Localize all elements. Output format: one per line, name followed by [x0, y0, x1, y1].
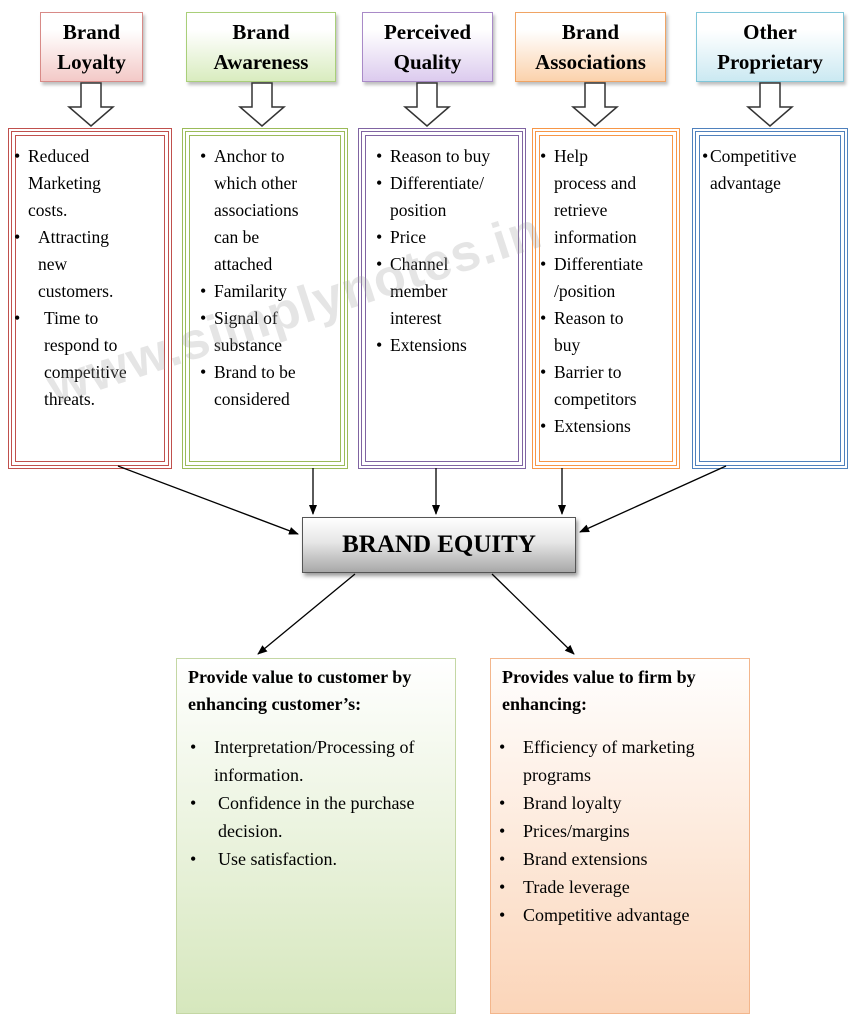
list-item: Signal of substance	[200, 305, 340, 359]
down-arrow-icon	[745, 82, 795, 127]
list-item: Reason to buy	[376, 143, 521, 170]
list-item: Anchor to which other associations can b…	[200, 143, 340, 278]
box-brand-awareness	[182, 128, 348, 469]
list-item: Reason to buy	[540, 305, 675, 359]
down-arrow-icon	[66, 82, 116, 127]
brand-associations-list: Help process and retrieve information Di…	[540, 143, 675, 440]
firm-value-title: Provides value to firm by enhancing:	[502, 667, 696, 714]
perceived-quality-list: Reason to buy Differentiate/ position Pr…	[376, 143, 521, 359]
list-item: Trade leverage	[497, 873, 747, 901]
brand-awareness-list: Anchor to which other associations can b…	[200, 143, 340, 413]
down-arrow-icon	[402, 82, 452, 127]
list-item: Extensions	[376, 332, 521, 359]
list-item: Price	[376, 224, 521, 251]
list-item: Help process and retrieve information	[540, 143, 675, 251]
box-other-proprietary	[692, 128, 848, 469]
header-other-proprietary: Other Proprietary	[696, 12, 844, 82]
firm-value-list: Efficiency of marketing programs Brand l…	[497, 733, 747, 929]
list-item: Reduced Marketing costs.	[14, 143, 164, 224]
customer-value-list: Interpretation/Processing of information…	[188, 733, 453, 873]
list-item: Efficiency of marketing programs	[497, 733, 747, 789]
list-item: Time to respond to competitive threats.	[14, 305, 164, 413]
brand-loyalty-list: Reduced Marketing costs. Attracting new …	[14, 143, 164, 413]
list-item: Brand extensions	[497, 845, 747, 873]
arrow-equity-to-customer	[257, 573, 356, 655]
arrow-loyalty-to-equity	[117, 465, 299, 535]
list-item: Competitive advantage	[702, 143, 842, 197]
list-item: Use satisfaction.	[188, 845, 453, 873]
list-item: Extensions	[540, 413, 675, 440]
list-item: Prices/margins	[497, 817, 747, 845]
list-item: Attracting new customers.	[14, 224, 164, 305]
list-item: Differentiate /position	[540, 251, 675, 305]
header-brand-loyalty: Brand Loyalty	[40, 12, 143, 82]
header-brand-associations: Brand Associations	[515, 12, 666, 82]
customer-value-title: Provide value to customer by enhancing c…	[188, 667, 412, 714]
list-item: Familarity	[200, 278, 340, 305]
header-perceived-quality: Perceived Quality	[362, 12, 493, 82]
list-item: Confidence in the purchase decision.	[188, 789, 453, 845]
down-arrow-icon	[570, 82, 620, 127]
list-item: Brand to be considered	[200, 359, 340, 413]
down-arrow-icon	[237, 82, 287, 127]
list-item: Differentiate/ position	[376, 170, 521, 224]
list-item: Brand loyalty	[497, 789, 747, 817]
arrow-proprietary-to-equity	[579, 465, 727, 533]
list-item: Competitive advantage	[497, 901, 747, 929]
other-proprietary-list: Competitive advantage	[702, 143, 842, 197]
list-item: Interpretation/Processing of information…	[188, 733, 453, 789]
list-item: Barrier to competitors	[540, 359, 675, 413]
brand-equity-box: BRAND EQUITY	[302, 517, 576, 573]
header-brand-awareness: Brand Awareness	[186, 12, 336, 82]
arrow-equity-to-firm	[491, 573, 575, 655]
list-item: Channel member interest	[376, 251, 521, 332]
